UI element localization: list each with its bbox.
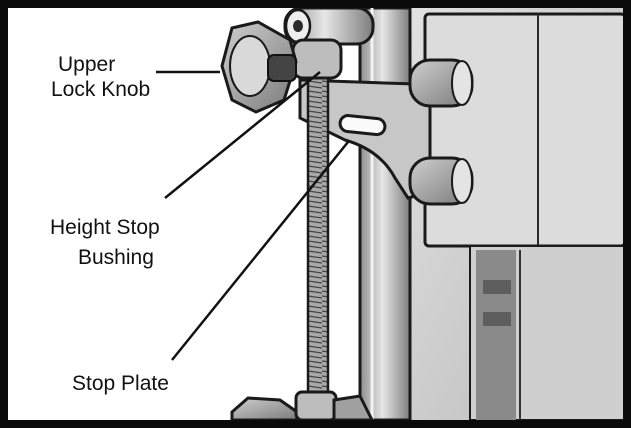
plate-knob-upper [408,58,474,108]
label-upper-lock-knob-line2: Lock Knob [51,78,150,101]
lower-clamp [230,390,375,422]
vertical-post [358,6,412,422]
label-upper-lock-knob-line1: Upper [58,53,115,76]
label-height-stop-bushing-line2: Bushing [78,246,154,269]
plate-knob-lower [408,156,474,206]
machine-body [400,8,627,421]
upper-lock-knob [220,20,298,114]
label-height-stop-bushing-line1: Height Stop [50,216,160,239]
stop-plate [298,78,432,200]
threaded-rod [306,64,330,410]
height-stop-bushing [283,6,375,80]
leader-lines [156,70,349,361]
label-stop-plate: Stop Plate [72,372,169,395]
